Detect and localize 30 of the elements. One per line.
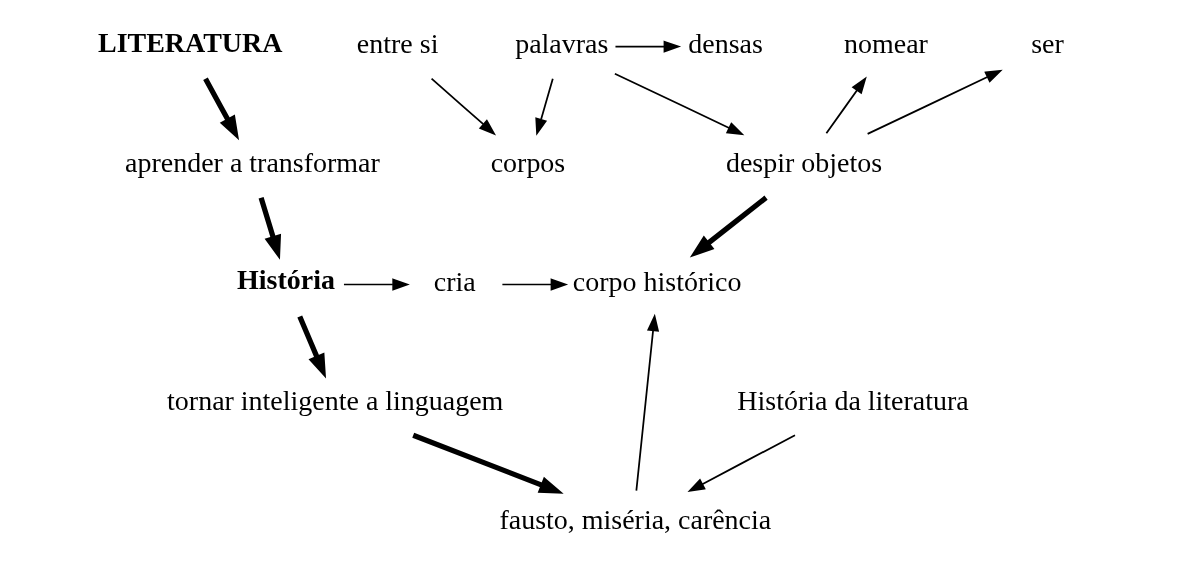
- arrow: [535, 77, 554, 136]
- arrow: [866, 69, 1003, 135]
- arrow: [258, 196, 282, 260]
- node-text: tornar inteligente a linguagem: [167, 385, 504, 417]
- node-text: ser: [1031, 28, 1064, 60]
- arrow: [501, 278, 569, 291]
- arrow: [614, 40, 682, 53]
- arrow: [614, 72, 745, 136]
- node-text: LITERATURA: [97, 26, 283, 58]
- arrow: [635, 313, 660, 492]
- arrow: [203, 77, 240, 141]
- arrow: [412, 432, 564, 494]
- arrow: [687, 434, 796, 492]
- node-text: densas: [688, 28, 763, 60]
- node-text: palavras: [515, 28, 609, 60]
- node-text: fausto, miséria, carência: [499, 504, 772, 536]
- node-text: História: [237, 264, 335, 296]
- node-text: corpos: [490, 147, 566, 179]
- arrow: [825, 76, 867, 135]
- node-text: cria: [433, 266, 476, 298]
- arrow: [689, 195, 768, 258]
- arrow: [297, 315, 327, 379]
- arrow: [343, 278, 410, 291]
- node-text: entre si: [356, 28, 439, 60]
- node-text: História da literatura: [737, 385, 969, 417]
- arrow: [430, 77, 497, 136]
- node-text: corpo histórico: [572, 266, 742, 298]
- node-text: aprender a transformar: [125, 147, 380, 179]
- node-text: despir objetos: [725, 147, 883, 179]
- node-text: nomear: [844, 28, 928, 60]
